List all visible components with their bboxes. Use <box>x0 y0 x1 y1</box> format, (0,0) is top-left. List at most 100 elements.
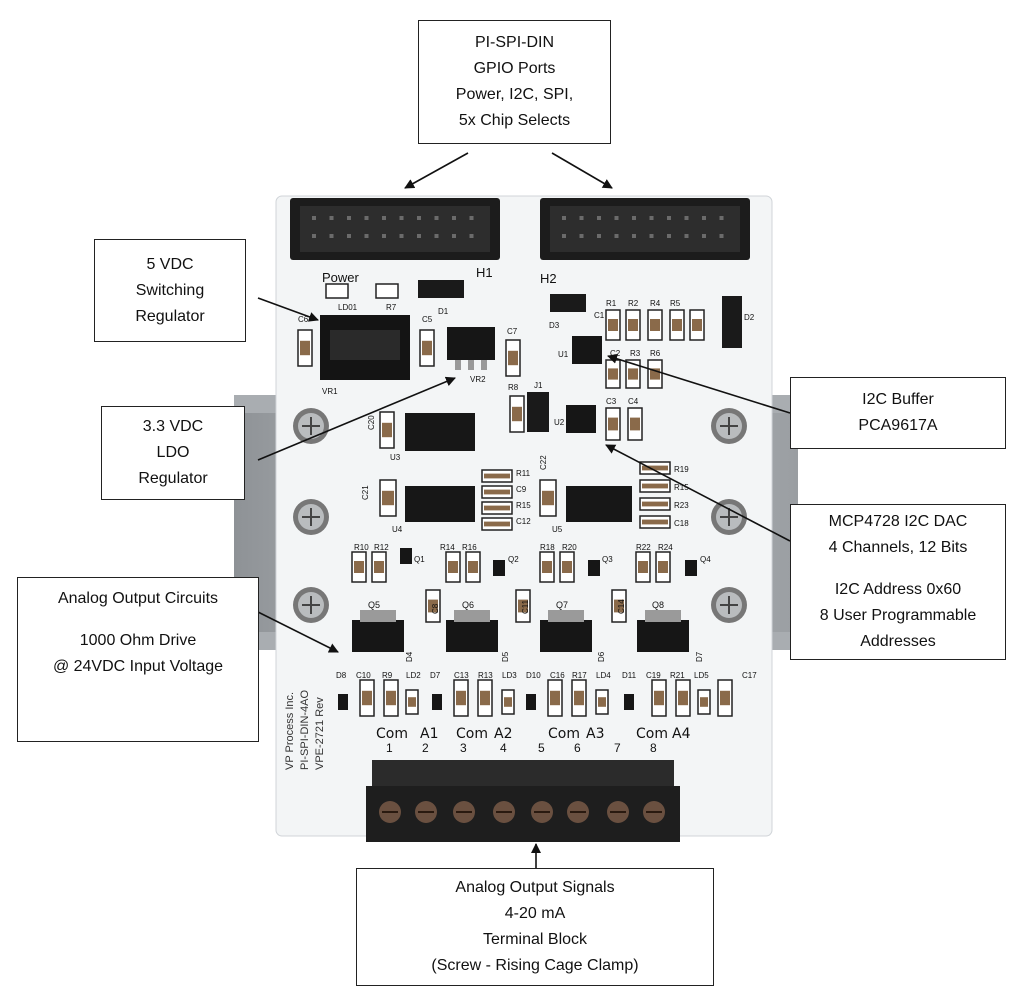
label-small-transistor: Q4 <box>700 555 711 564</box>
callout-switching-regulator: 5 VDC Switching Regulator <box>94 239 246 342</box>
label-r7: R7 <box>386 303 397 312</box>
label-misc-capacitor: C22 <box>539 455 548 470</box>
label-bottom-component: C10 <box>356 671 371 680</box>
label-bottom-component: C13 <box>454 671 469 680</box>
callout-analog-circuits-line-2: 1000 Ohm Drive <box>79 632 197 649</box>
callout-ldo-regulator: 3.3 VDC LDO Regulator <box>101 406 245 500</box>
label-top-resistor: R1 <box>606 299 617 308</box>
label-c6: C6 <box>298 315 309 324</box>
label-misc-capacitor: C21 <box>361 485 370 500</box>
terminal-name-label: Com <box>636 726 668 742</box>
label-center-stack: C12 <box>516 517 531 526</box>
label-row-capacitor: C11 <box>521 599 530 614</box>
terminal-number-label: 3 <box>460 741 467 755</box>
label-d2: D2 <box>744 313 755 322</box>
label-row-resistor: R24 <box>658 543 673 552</box>
label-diode: D6 <box>597 651 606 662</box>
label-capacitor: C2 <box>610 349 621 358</box>
callout-ldo-line-1: 3.3 VDC <box>142 418 204 435</box>
label-power: Power <box>322 270 360 285</box>
label-bottom-component: D7 <box>430 671 441 680</box>
terminal-name-label: Com <box>376 726 408 742</box>
callout-header-line-2: GPIO Ports <box>473 60 556 77</box>
callout-dac: MCP4728 I2C DAC 4 Channels, 12 Bits I2C … <box>790 504 1006 660</box>
label-capacitor: C1 <box>594 311 605 320</box>
callout-dac-line-5: Addresses <box>860 633 936 650</box>
pcb <box>275 195 773 837</box>
label-d3: D3 <box>549 321 560 330</box>
label-small-transistor: Q3 <box>602 555 613 564</box>
callout-dac-line-1: MCP4728 I2C DAC <box>828 513 968 530</box>
label-small-transistor: Q2 <box>508 555 519 564</box>
callout-dac-line-2: 4 Channels, 12 Bits <box>828 539 968 556</box>
label-bottom-component: R13 <box>478 671 493 680</box>
callout-signals-line-1: Analog Output Signals <box>455 879 615 896</box>
callout-dac-line-4: 8 User Programmable <box>819 607 977 624</box>
terminal-number-label: 7 <box>614 741 621 755</box>
label-r8: R8 <box>508 383 519 392</box>
label-diode: D4 <box>405 651 414 662</box>
label-bottom-component: D8 <box>336 671 347 680</box>
board-vertical-text-1: VP Process Inc. <box>284 692 296 770</box>
label-power-transistor: Q8 <box>652 600 664 610</box>
callout-analog-circuits: Analog Output Circuits 1000 Ohm Drive @ … <box>17 577 259 742</box>
callout-i2c-buffer: I2C Buffer PCA9617A <box>790 377 1006 449</box>
callout-signals-line-4: (Screw - Rising Cage Clamp) <box>431 957 639 974</box>
label-mid-resistor: R3 <box>630 349 641 358</box>
label-row-resistor: R16 <box>462 543 477 552</box>
label-diode: D7 <box>695 651 704 662</box>
label-bottom-component: LD4 <box>596 671 611 680</box>
label-bottom-component: D11 <box>622 671 637 680</box>
label-row-resistor: R12 <box>374 543 389 552</box>
label-power-transistor: Q7 <box>556 600 568 610</box>
label-bottom-component: D10 <box>526 671 541 680</box>
label-capacitor: C4 <box>628 397 639 406</box>
terminal-name-label: A4 <box>672 726 691 742</box>
label-diode: D5 <box>501 651 510 662</box>
label-h2: H2 <box>540 271 557 286</box>
label-c7: C7 <box>507 327 518 336</box>
label-u4: U4 <box>392 525 403 534</box>
callout-header-ports: PI-SPI-DIN GPIO Ports Power, I2C, SPI, 5… <box>418 20 611 144</box>
label-right-stack: C18 <box>674 519 689 528</box>
callout-buffer-line-1: I2C Buffer <box>862 391 934 408</box>
callout-analog-signals: Analog Output Signals 4-20 mA Terminal B… <box>356 868 714 986</box>
label-row-resistor: R14 <box>440 543 455 552</box>
terminal-number-label: 4 <box>500 741 507 755</box>
terminal-number-label: 2 <box>422 741 429 755</box>
callout-arrows <box>257 152 791 870</box>
label-misc-capacitor: C20 <box>367 415 376 430</box>
label-power-transistor: Q6 <box>462 600 474 610</box>
label-bottom-component: C17 <box>742 671 757 680</box>
label-c5: C5 <box>422 315 433 324</box>
terminal-name-label: Com <box>548 726 580 742</box>
callout-analog-circuits-line-1: Analog Output Circuits <box>57 590 219 607</box>
callout-buffer-line-2: PCA9617A <box>858 417 938 434</box>
label-vr2: VR2 <box>470 375 486 384</box>
label-right-stack: R19 <box>674 465 689 474</box>
callout-header-line-4: 5x Chip Selects <box>458 112 571 129</box>
label-u1: U1 <box>558 350 569 359</box>
label-small-transistor: Q1 <box>414 555 425 564</box>
terminal-number-label: 6 <box>574 741 581 755</box>
dac-chip-u2 <box>566 405 596 433</box>
label-row-resistor: R10 <box>354 543 369 552</box>
label-center-stack: R15 <box>516 501 531 510</box>
terminal-name-label: A1 <box>420 726 438 742</box>
terminal-name-label: A2 <box>494 726 512 742</box>
label-bottom-component: C19 <box>646 671 661 680</box>
callout-ldo-line-2: LDO <box>156 444 190 461</box>
label-bottom-component: LD2 <box>406 671 421 680</box>
label-bottom-component: R17 <box>572 671 587 680</box>
label-vr1: VR1 <box>322 387 338 396</box>
callout-header-line-3: Power, I2C, SPI, <box>455 86 574 103</box>
label-right-stack: R23 <box>674 501 689 510</box>
terminal-number-label: 8 <box>650 741 657 755</box>
label-j1: J1 <box>534 381 543 390</box>
label-d1: D1 <box>438 307 449 316</box>
callout-switching-line-2: Switching <box>135 281 205 299</box>
callout-ldo-line-3: Regulator <box>138 470 208 487</box>
label-bottom-component: C16 <box>550 671 565 680</box>
label-row-capacitor: C8 <box>431 603 440 614</box>
